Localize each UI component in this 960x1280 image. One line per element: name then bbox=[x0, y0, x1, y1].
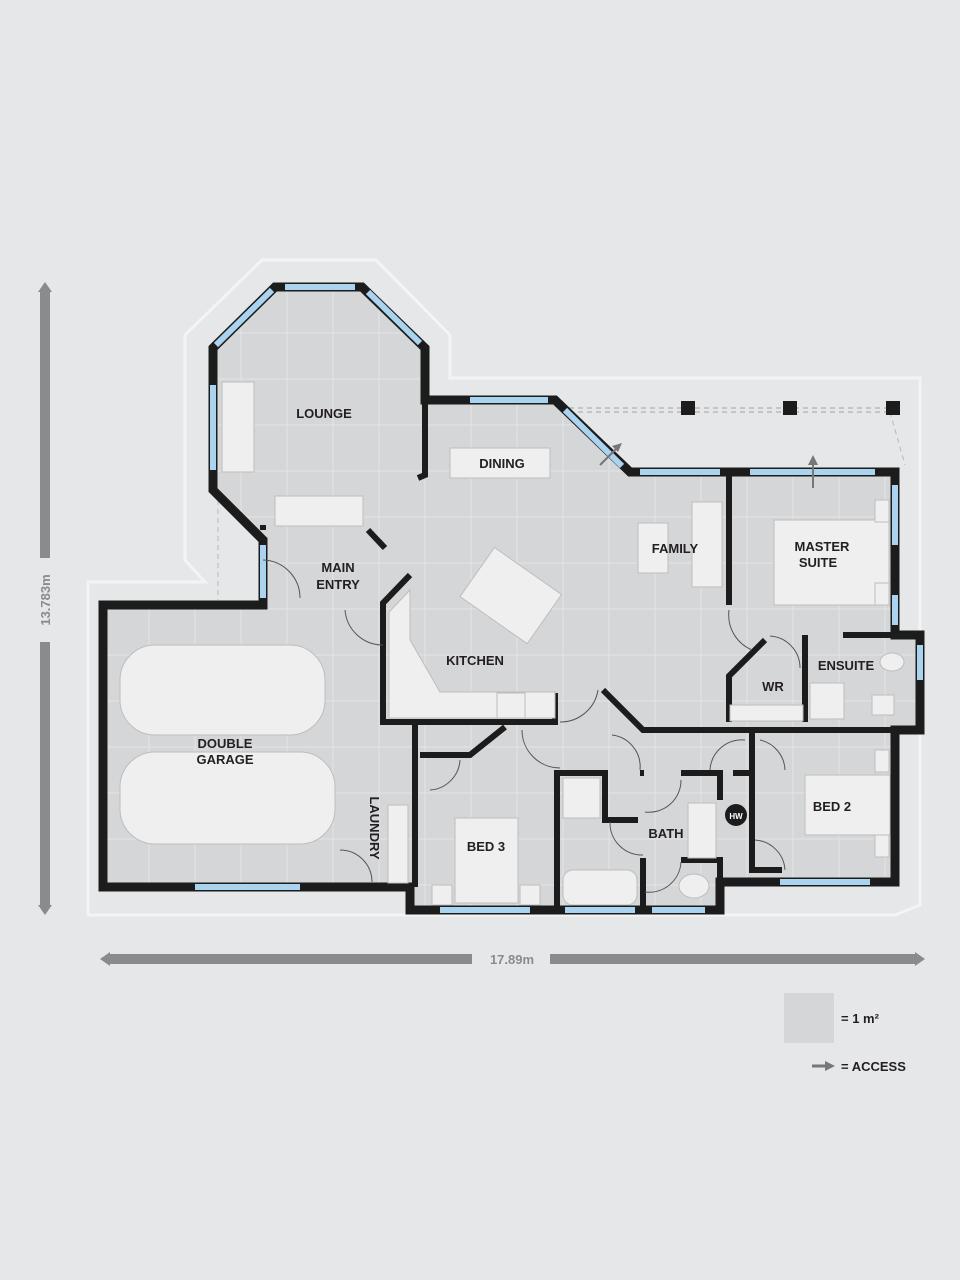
furniture bbox=[119, 381, 905, 906]
eaves-outline bbox=[86, 258, 922, 917]
room-label-bed3: BED 3 bbox=[467, 839, 505, 854]
room-label-dining: DINING bbox=[479, 456, 525, 471]
legend-access-label: = ACCESS bbox=[841, 1059, 906, 1074]
room-label-kitchen: KITCHEN bbox=[446, 653, 504, 668]
legend-area-swatch bbox=[784, 993, 834, 1043]
width-label: 17.89m bbox=[490, 952, 534, 967]
room-label-wr: WR bbox=[762, 679, 784, 694]
width-dimension: 17.89m bbox=[100, 952, 925, 967]
room-label-family: FAMILY bbox=[652, 541, 699, 556]
pergola-post bbox=[886, 401, 900, 415]
hw-label: HW bbox=[729, 812, 743, 821]
height-label: 13.783m bbox=[38, 574, 53, 625]
room-label-bath: BATH bbox=[648, 826, 683, 841]
legend-access-arrow-icon bbox=[812, 1061, 835, 1071]
legend-area-label: = 1 m² bbox=[841, 1011, 880, 1026]
room-label-master-1: MASTER bbox=[795, 539, 851, 554]
room-label-master-2: SUITE bbox=[799, 555, 838, 570]
room-label-bed2: BED 2 bbox=[813, 799, 851, 814]
doors bbox=[262, 559, 801, 893]
hot-water-cylinder bbox=[725, 804, 747, 826]
pergola-post bbox=[783, 401, 797, 415]
room-label-garage-1: DOUBLE bbox=[198, 736, 253, 751]
pergola-post bbox=[681, 401, 695, 415]
room-label-lounge: LOUNGE bbox=[296, 406, 352, 421]
room-label-laundry: LAUNDRY bbox=[367, 796, 382, 859]
room-label-entry-1: MAIN bbox=[321, 560, 354, 575]
height-dimension: 13.783m bbox=[38, 282, 53, 915]
access-arrow bbox=[599, 443, 818, 488]
room-label-entry-2: ENTRY bbox=[316, 577, 360, 592]
room-label-ensuite: ENSUITE bbox=[818, 658, 875, 673]
room-label-garage-2: GARAGE bbox=[196, 752, 253, 767]
